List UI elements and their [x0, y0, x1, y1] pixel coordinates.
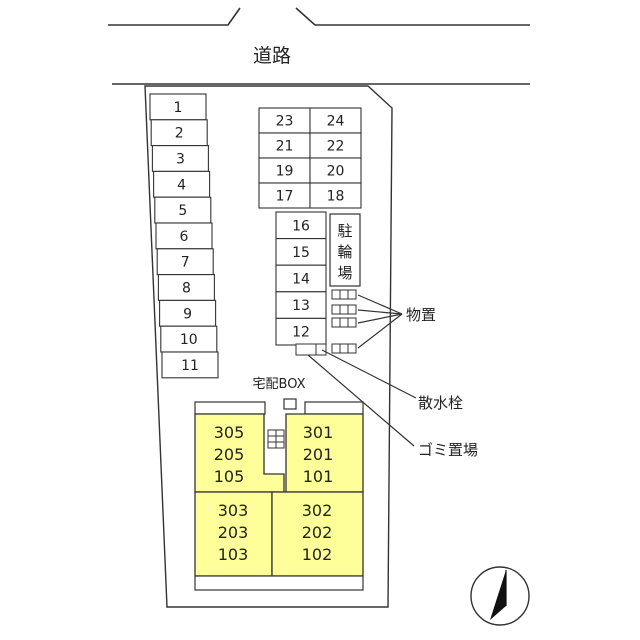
parking-space-13: 13 [275, 291, 327, 319]
building [194, 401, 364, 591]
stair-icon [267, 429, 285, 449]
svg-text:8: 8 [182, 281, 191, 297]
svg-text:20: 20 [327, 164, 345, 180]
parking-space-10: 10 [160, 325, 218, 353]
garbage-label: ゴミ置場 [418, 441, 478, 459]
unit-201: 201 [303, 445, 334, 464]
unit-102: 102 [302, 545, 333, 564]
unit-block-bottom-left [194, 491, 273, 577]
svg-text:16: 16 [292, 218, 310, 234]
parking-space-15: 15 [275, 238, 327, 266]
parking-space-5: 5 [154, 196, 212, 224]
parking-space-14: 14 [275, 264, 327, 293]
bike-label-2: 輪 [337, 243, 352, 261]
svg-text:12: 12 [292, 325, 310, 341]
delivery-box [283, 398, 297, 410]
storage-label: 物置 [406, 306, 436, 324]
unit-303: 303 [218, 501, 249, 520]
parking-space-20: 20 [309, 157, 362, 184]
unit-202: 202 [302, 523, 333, 542]
svg-text:1: 1 [174, 100, 183, 116]
parking-space-6: 6 [155, 222, 213, 250]
parking-space-7: 7 [156, 248, 214, 276]
svg-text:24: 24 [327, 114, 345, 130]
unit-305: 305 [214, 423, 245, 442]
svg-text:10: 10 [180, 332, 198, 348]
unit-203: 203 [218, 523, 249, 542]
svg-text:17: 17 [276, 189, 294, 205]
svg-text:18: 18 [327, 189, 345, 205]
parking-space-18: 18 [309, 182, 362, 209]
road-label: 道路 [253, 45, 291, 67]
road-edge-top-right [295, 7, 530, 26]
site-boundary [144, 85, 393, 608]
parking-space-23: 23 [258, 107, 311, 134]
parking-space-24: 24 [309, 107, 362, 134]
leader-lines [307, 294, 417, 447]
parking-space-12: 12 [275, 317, 327, 346]
parking-space-22: 22 [309, 132, 362, 159]
unit-301: 301 [303, 423, 334, 442]
parking-space-17: 17 [258, 182, 311, 209]
svg-text:15: 15 [292, 245, 310, 261]
parking-space-9: 9 [159, 299, 217, 327]
unit-103: 103 [218, 545, 249, 564]
unit-302: 302 [302, 501, 333, 520]
svg-text:2: 2 [175, 126, 184, 142]
svg-text:14: 14 [292, 272, 310, 288]
middle-parking-column: 16 15 14 13 12 [275, 211, 327, 346]
bike-label-3: 場 [337, 264, 352, 282]
svg-text:19: 19 [276, 164, 294, 180]
top-parking-block: 23 24 21 22 19 20 17 18 [258, 107, 362, 209]
svg-text:22: 22 [327, 139, 345, 155]
svg-text:5: 5 [178, 203, 187, 219]
svg-text:11: 11 [181, 358, 199, 374]
unit-101: 101 [303, 467, 334, 486]
svg-text:21: 21 [276, 139, 294, 155]
parking-space-4: 4 [153, 170, 211, 198]
north-arrow-icon [470, 566, 530, 626]
left-parking-column: 1 2 3 4 5 6 7 8 9 10 11 [149, 93, 219, 379]
unit-labels: 305 205 105 301 201 101 303 203 103 302 202 102 [214, 423, 334, 564]
unit-205: 205 [214, 445, 245, 464]
svg-text:6: 6 [180, 229, 189, 245]
parking-space-8: 8 [157, 274, 215, 301]
svg-text:13: 13 [292, 298, 310, 314]
svg-text:3: 3 [176, 152, 185, 168]
delivery-box-label: 宅配BOX [253, 377, 306, 392]
parking-space-21: 21 [258, 132, 311, 159]
parking-space-19: 19 [258, 157, 311, 184]
storage-sheds [331, 289, 357, 354]
parking-space-2: 2 [150, 119, 208, 147]
parking-space-1: 1 [149, 93, 207, 121]
bicycle-parking [329, 213, 361, 287]
svg-text:9: 9 [183, 306, 192, 322]
parking-space-3: 3 [151, 145, 209, 172]
hydrant-label: 散水栓 [418, 394, 463, 412]
bike-label-1: 駐 [337, 222, 352, 240]
svg-text:23: 23 [276, 114, 294, 130]
unit-105: 105 [214, 467, 245, 486]
parking-space-16: 16 [275, 211, 327, 240]
garbage-area [295, 343, 317, 356]
svg-text:7: 7 [181, 255, 190, 271]
svg-text:4: 4 [177, 177, 186, 193]
water-hydrant [315, 343, 327, 356]
road-edge-top-left [108, 7, 241, 26]
parking-space-11: 11 [161, 351, 219, 379]
